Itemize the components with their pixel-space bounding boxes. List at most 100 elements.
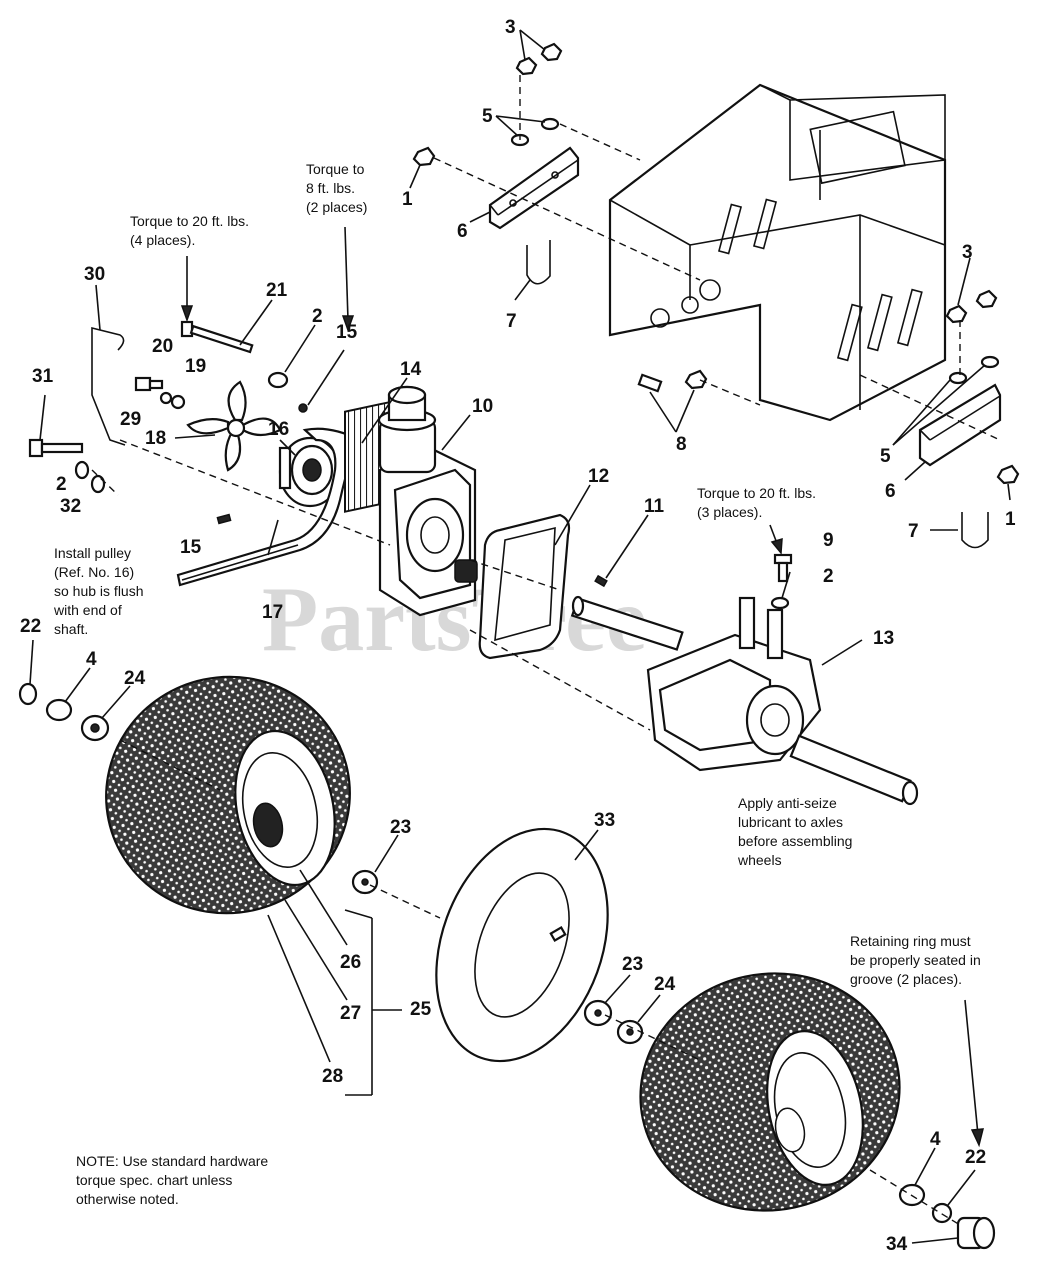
callout-13: 13: [873, 628, 894, 649]
note-standard-hardware: NOTE: Use standard hardware torque spec.…: [76, 1153, 268, 1207]
callout-30: 30: [84, 264, 105, 285]
washer-2-upper: [267, 371, 289, 389]
screw-20: [134, 376, 164, 392]
note-retaining-ring: Retaining ring must be properly seated i…: [850, 933, 981, 987]
callout-9: 9: [823, 530, 834, 551]
callout-1-lower: 1: [1005, 509, 1016, 530]
callout-22-a: 22: [20, 616, 41, 637]
callout-28: 28: [322, 1066, 343, 1087]
callout-2-a: 2: [312, 306, 323, 327]
callout-14: 14: [400, 359, 422, 380]
nuts-3-lower: [945, 289, 998, 324]
washers-2-32: [74, 460, 106, 494]
svg-text:(3 places).: (3 places).: [697, 504, 762, 520]
nut-1-upper: [412, 146, 436, 167]
bolts-8: [637, 369, 708, 393]
key-15-lower: [216, 513, 232, 525]
transaxle-13: [570, 595, 919, 806]
callout-24-a: 24: [124, 668, 146, 689]
callout-29: 29: [120, 409, 141, 430]
callout-5-lower: 5: [880, 446, 891, 467]
callout-32: 32: [60, 496, 81, 517]
callout-18: 18: [145, 428, 166, 449]
callout-6-lower: 6: [885, 481, 896, 502]
callout-24-b: 24: [654, 974, 676, 995]
callout-2-b: 2: [56, 474, 67, 495]
svg-text:(4 places).: (4 places).: [130, 232, 195, 248]
svg-text:Install pulley: Install pulley: [54, 545, 131, 561]
svg-text:torque spec. chart unless: torque spec. chart unless: [76, 1172, 232, 1188]
callout-15-a: 15: [336, 322, 358, 343]
svg-text:before assembling: before assembling: [738, 833, 852, 849]
callout-3-lower: 3: [962, 242, 973, 263]
callout-15-b: 15: [180, 537, 202, 558]
key-11: [594, 574, 608, 588]
callout-27: 27: [340, 1003, 361, 1024]
u-bolt-lower: [961, 512, 989, 549]
svg-text:be properly seated in: be properly seated in: [850, 952, 981, 968]
nuts-3-upper: [515, 42, 563, 76]
washers-5-lower: [948, 355, 1000, 385]
bracket-lower: [918, 383, 1002, 467]
callout-8: 8: [676, 434, 687, 455]
callout-20: 20: [152, 336, 173, 357]
svg-text:wheels: wheels: [737, 852, 782, 868]
callout-16: 16: [268, 419, 289, 440]
callout-22-b: 22: [965, 1147, 986, 1168]
callout-10: 10: [472, 396, 493, 417]
nut-1-lower: [996, 464, 1020, 485]
svg-text:Retaining ring must: Retaining ring must: [850, 933, 971, 949]
fan-18: [186, 380, 282, 472]
assembly-lines: [91, 75, 1001, 1226]
washer-23-left: [351, 869, 379, 895]
callout-5-upper: 5: [482, 106, 493, 127]
note-torque-8: Torque to 8 ft. lbs. (2 places): [306, 161, 367, 215]
callout-7-upper: 7: [506, 311, 517, 332]
callout-numbers: 3 5 1 6 7 30 21 2 15 20 19 29 31 18 16 1…: [20, 17, 1016, 1255]
tire-left: [105, 675, 351, 915]
tube-33: [435, 827, 609, 1063]
callout-7-lower: 7: [908, 521, 919, 542]
frame: [608, 83, 947, 422]
callout-4-b: 4: [930, 1129, 941, 1150]
callout-17: 17: [262, 602, 283, 623]
note-torque-20-4: Torque to 20 ft. lbs. (4 places).: [130, 213, 249, 248]
svg-text:(Ref. No. 16): (Ref. No. 16): [54, 564, 134, 580]
note-anti-seize: Apply anti-seize lubricant to axles befo…: [737, 795, 852, 868]
callout-25: 25: [410, 999, 432, 1020]
callout-23-b: 23: [622, 954, 643, 975]
callout-11: 11: [644, 496, 665, 517]
washers-5-upper: [510, 117, 560, 147]
callout-21: 21: [266, 280, 288, 301]
svg-text:NOTE: Use standard hardware: NOTE: Use standard hardware: [76, 1153, 268, 1169]
callout-3-upper: 3: [505, 17, 516, 38]
engine-10: [344, 385, 478, 617]
callout-26: 26: [340, 952, 361, 973]
callout-1-upper: 1: [402, 189, 413, 210]
note-torque-20-3: Torque to 20 ft. lbs. (3 places).: [697, 485, 816, 520]
bolt-31: [28, 438, 84, 458]
svg-text:shaft.: shaft.: [54, 621, 88, 637]
gasket-12: [478, 513, 571, 660]
key-15-upper: [298, 403, 308, 413]
note-install-pulley: Install pulley (Ref. No. 16) so hub is f…: [53, 545, 144, 637]
callout-2-c: 2: [823, 566, 834, 587]
svg-text:groove (2 places).: groove (2 places).: [850, 971, 962, 987]
svg-text:Torque to: Torque to: [306, 161, 365, 177]
washers-left: [18, 682, 110, 742]
svg-text:Torque to 20 ft. lbs.: Torque to 20 ft. lbs.: [697, 485, 816, 501]
svg-text:(2 places): (2 places): [306, 199, 367, 215]
callout-19: 19: [185, 356, 206, 377]
callout-12: 12: [588, 466, 609, 487]
washer-2-right: [770, 596, 790, 610]
svg-text:with end of: with end of: [53, 602, 122, 618]
rod-30: [91, 326, 126, 446]
svg-text:otherwise noted.: otherwise noted.: [76, 1191, 179, 1207]
svg-text:8 ft. lbs.: 8 ft. lbs.: [306, 180, 355, 196]
svg-text:lubricant to axles: lubricant to axles: [738, 814, 843, 830]
callout-34: 34: [886, 1234, 908, 1255]
callout-4-a: 4: [86, 649, 97, 670]
bolt-9: [773, 553, 793, 583]
tire-right: [639, 972, 901, 1212]
